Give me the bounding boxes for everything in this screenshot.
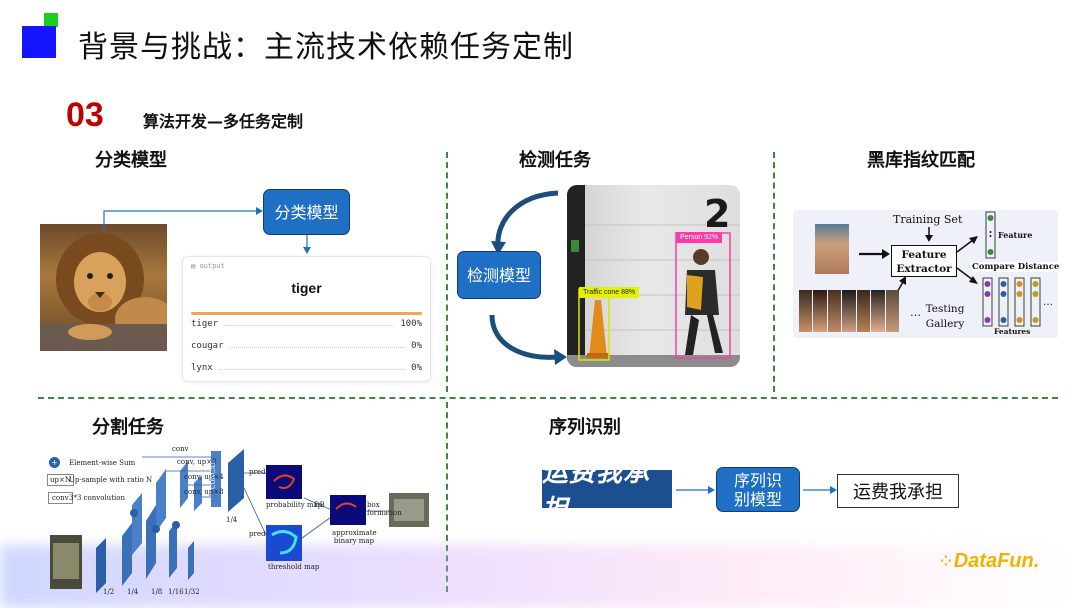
scale-label: 1/2 — [103, 588, 115, 596]
classification-title: 分类模型 — [95, 150, 167, 171]
logo-dots-icon: ⁘ — [940, 553, 952, 570]
datafun-logo: ⁘ DataFun. — [940, 550, 1039, 573]
bottom-gradient-band — [0, 545, 1080, 608]
label-pred-1: pred — [249, 468, 266, 476]
row-label: tiger — [191, 319, 219, 329]
label-db: DB — [314, 501, 325, 509]
logo-text: DataFun. — [953, 550, 1040, 572]
divider-vertical-1 — [446, 152, 448, 392]
detection-image: 2 Person 92% Traffic cone 88% — [567, 185, 740, 367]
label-conv-up4: conv, up×4 — [184, 473, 224, 481]
logo-blue-square — [22, 26, 56, 58]
lion-image — [40, 224, 167, 351]
label-approx-map: approximate binary map — [332, 529, 377, 545]
sequence-result-box: 运费我承担 — [837, 474, 959, 508]
sequence-model-button[interactable]: 序列识别模型 — [716, 467, 800, 512]
detection-model-button[interactable]: 检测模型 — [457, 251, 541, 299]
section-number: 03 — [66, 96, 104, 134]
label-pred-2: pred — [249, 530, 266, 538]
feature-extractor-box: Feature Extractor — [891, 245, 957, 277]
classification-arrows — [103, 207, 311, 254]
legend-sum-icon: + — [49, 457, 60, 468]
query-face — [815, 224, 849, 274]
concat-label: CONCAT — [210, 461, 217, 489]
legend-sum-label: Element-wise Sum — [69, 459, 136, 467]
classification-model-button[interactable]: 分类模型 — [263, 189, 350, 235]
scale-label: 1/32 — [184, 588, 200, 596]
label-conv: conv — [172, 445, 189, 453]
label-conv-up8: conv, up×8 — [184, 488, 224, 496]
output-tag-label: output — [199, 262, 225, 270]
output-icon: ▤ — [191, 262, 200, 270]
section-subtitle: 算法开发—多任务定制 — [143, 112, 304, 131]
svg-text:…: … — [1043, 297, 1053, 308]
fingerprint-title: 黑库指纹匹配 — [867, 150, 975, 171]
prediction-label: tiger — [291, 280, 322, 296]
logo-green-square — [44, 13, 58, 27]
sequence-title: 序列识别 — [549, 417, 621, 438]
label-conv-up2: conv, up×2 — [177, 458, 217, 466]
segmentation-network — [50, 449, 429, 593]
output-row: lynx 0% — [191, 363, 422, 373]
testing-gallery-label: Testing Gallery — [925, 303, 965, 330]
divider-horizontal — [38, 397, 1058, 399]
legend-up-symbol: up×N — [47, 474, 74, 486]
header-logo-mark — [22, 13, 62, 58]
features-label: Features — [994, 327, 1031, 336]
divider-vertical-3 — [446, 402, 448, 592]
feature-label: Feature — [998, 230, 1033, 240]
gallery-ellipsis: … — [910, 306, 921, 319]
legend-conv-symbol: conv — [48, 492, 73, 504]
divider-vertical-2 — [773, 152, 775, 392]
wall-number: 2 — [704, 192, 730, 236]
segmentation-diagram: + Element-wise Sum up×N Up-sample with r… — [44, 443, 432, 596]
ocr-input-image-text: 运费我承担 — [542, 458, 672, 525]
scale-label: 1/8 — [151, 588, 163, 596]
page-title: 背景与挑战：主流技术依赖任务定制 — [78, 30, 574, 65]
segmentation-title: 分割任务 — [92, 417, 164, 438]
sequence-arrows — [676, 486, 837, 494]
detection-title: 检测任务 — [519, 150, 591, 171]
confidence-bar — [191, 312, 422, 315]
detection-cycle-arrows — [489, 190, 567, 365]
retrieval-diagram: Training Set … Feature Extrac — [793, 210, 1060, 338]
legend-up-label: Up-sample with ratio N — [69, 476, 153, 484]
gallery-faces — [799, 290, 899, 332]
row-label: lynx — [191, 363, 213, 373]
label-box-formation: box formation — [367, 501, 402, 517]
cone-box-label: Traffic cone 88% — [579, 287, 640, 298]
row-value: 0% — [411, 341, 422, 351]
classification-output-panel: ▤ output tiger tiger 100% cougar 0% lynx 0% — [182, 256, 431, 382]
row-label: cougar — [191, 341, 224, 351]
label-quarter: 1/4 — [226, 516, 238, 524]
output-row: tiger 100% — [191, 319, 422, 329]
output-tag: ▤ output — [191, 262, 225, 270]
output-row: cougar 0% — [191, 341, 422, 351]
legend-conv-label: 3*3 convolution — [69, 494, 125, 502]
scale-label: 1/4 — [127, 588, 139, 596]
person-box-label: Person 92% — [676, 232, 723, 243]
row-value: 0% — [411, 363, 422, 373]
label-probability-map: probability map — [266, 501, 323, 509]
training-set-label: Training Set — [893, 213, 963, 226]
row-value: 100% — [400, 319, 422, 329]
retrieval-arrows: … — [859, 211, 1053, 327]
scale-label: 1/16 — [168, 588, 184, 596]
compare-distance-label: Compare Distance — [972, 262, 1060, 272]
label-threshold-map: threshold map — [268, 563, 320, 571]
